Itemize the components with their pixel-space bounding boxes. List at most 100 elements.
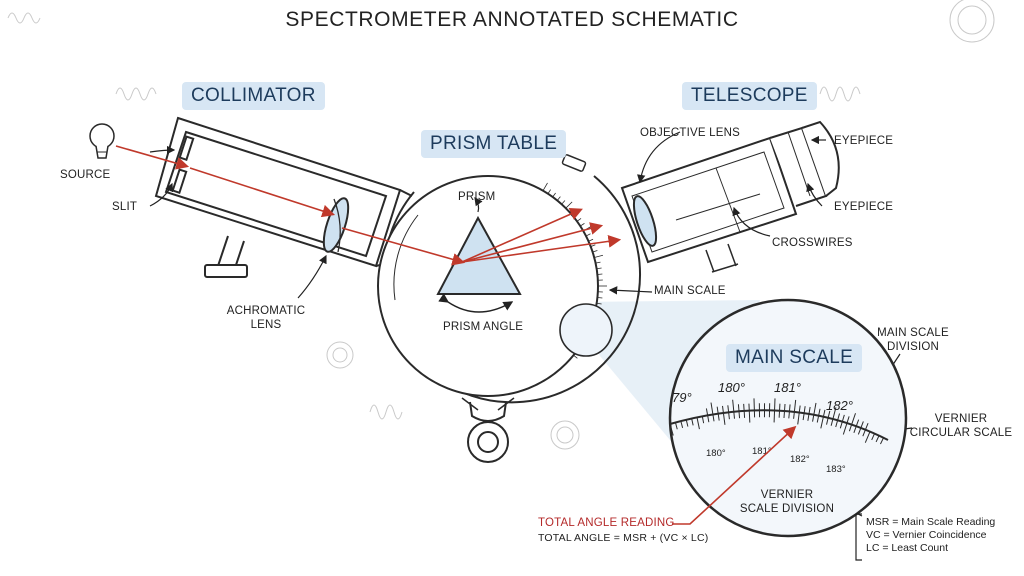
label-eyepiece-top: EYEPIECE [834,135,894,147]
legend-bracket [855,513,862,561]
rim-tick [585,233,591,237]
main-scale-tick [696,417,700,430]
vernier-tick [851,413,856,425]
achromatic-lens-shape [322,197,350,253]
rim-tick [556,196,561,201]
vernier-tick [788,404,791,412]
main-scale-tick [669,423,674,436]
vernier-tick [705,408,709,416]
legend-item-vc: VC = Vernier Coincidence [866,529,987,541]
vernier-mark-0: 180° [706,448,726,459]
rim-tick [542,182,548,191]
vernier-tick [813,402,817,415]
main-scale-tick [820,416,824,429]
main-scale-tick [875,435,880,443]
label-slit: SLIT [112,201,138,213]
scale-magnifier [559,303,613,357]
label-vernier-scale-division: VERNIER SCALE DIVISION [732,488,842,516]
label-vsd-line2: SCALE DIVISION [739,503,835,515]
vernier-tick [832,407,837,420]
prism-table [377,154,642,463]
vernier-tick [722,405,724,413]
vernier-tick [855,419,860,427]
main-scale-tick [722,412,726,425]
vernier-tick [710,402,714,415]
rim-tick [547,189,551,194]
decorative-waves [7,0,995,450]
main-scale-tick [788,411,790,419]
rim-tick [588,238,594,242]
label-achromatic-line1: ACHROMATIC [226,305,306,317]
main-scale-tick [830,418,834,426]
vernier-mark-1: 181° [752,446,772,457]
main-scale-tick [862,429,866,437]
vernier-tick [798,405,801,413]
rim-tick [597,297,603,299]
label-vcs-line1: VERNIER [934,413,988,425]
vernier-tick [837,413,840,421]
rim-tick [561,200,566,205]
main-scale-tick [680,420,684,428]
legend-item-lc: LC = Least Count [866,542,949,554]
main-scale-tick [685,419,689,427]
section-telescope: TELESCOPE [682,82,817,110]
main-scale-tick [864,431,871,443]
rim-tick [596,302,602,305]
label-msd-line2: DIVISION [886,341,940,353]
objective-lens-shape [632,195,658,247]
vernier-tick [864,423,869,430]
main-scale-tick [691,418,694,426]
light-bulb [89,123,115,159]
vernier-tick [841,414,845,422]
main-scale-tick [793,411,795,419]
rim-tick [595,261,601,264]
main-scale-tick [816,415,820,423]
main-scale-tick [728,412,730,420]
main-scale-tick [857,427,862,435]
main-scale-mark-2: 181° [774,380,801,395]
main-scale-tick [835,420,839,428]
slit-plate-lower [171,168,188,194]
label-achromatic-line2: LENS [250,319,282,331]
vernier-tick [808,406,811,414]
main-scale-tick [871,433,875,441]
main-scale-tick [783,410,785,419]
main-scale-tick [738,411,741,419]
main-scale-tick [880,437,884,445]
rim-tick [569,208,574,213]
total-angle-pointer [672,425,797,525]
page-title: SPECTROMETER ANNOTATED SCHEMATIC [285,8,739,31]
main-scale-tick [748,410,751,423]
section-prism-table: PRISM TABLE [421,130,567,158]
vernier-tick [846,416,850,424]
main-scale-tick [797,412,800,425]
main-scale-tick [848,424,853,432]
vernier-mark-3: 183° [826,464,846,475]
label-vcs-line2: CIRCULAR SCALE [909,427,1013,439]
vernier-tick [827,410,831,418]
label-achromatic-lens: ACHROMATIC LENS [226,304,306,332]
main-scale-tick [802,413,805,421]
rim-tick [597,273,603,275]
label-vernier-circular-scale: VERNIER CIRCULAR SCALE [906,412,1016,440]
rim-tick [576,218,582,222]
rim-tick [573,213,578,218]
rim-tick [565,201,573,209]
collimator [154,116,413,278]
main-scale-mark-0: 79° [672,390,692,405]
label-main-scale-division: MAIN SCALE DIVISION [868,326,958,354]
label-source: SOURCE [60,169,111,181]
main-scale-tick [842,422,848,435]
collimator-inner [164,130,388,258]
vernier-mark-2: 182° [790,454,810,465]
label-objective-lens: OBJECTIVE LENS [640,127,740,139]
main-scale-tick [717,413,720,421]
label-crosswires: CROSSWIRES [772,237,853,249]
label-prism: PRISM [458,191,496,203]
rim-tick [580,223,585,227]
label-vsd-line1: VERNIER [760,489,814,501]
label-prism-angle: PRISM ANGLE [443,321,524,333]
label-eyepiece-bottom: EYEPIECE [834,201,894,213]
label-main-scale: MAIN SCALE [654,285,726,297]
